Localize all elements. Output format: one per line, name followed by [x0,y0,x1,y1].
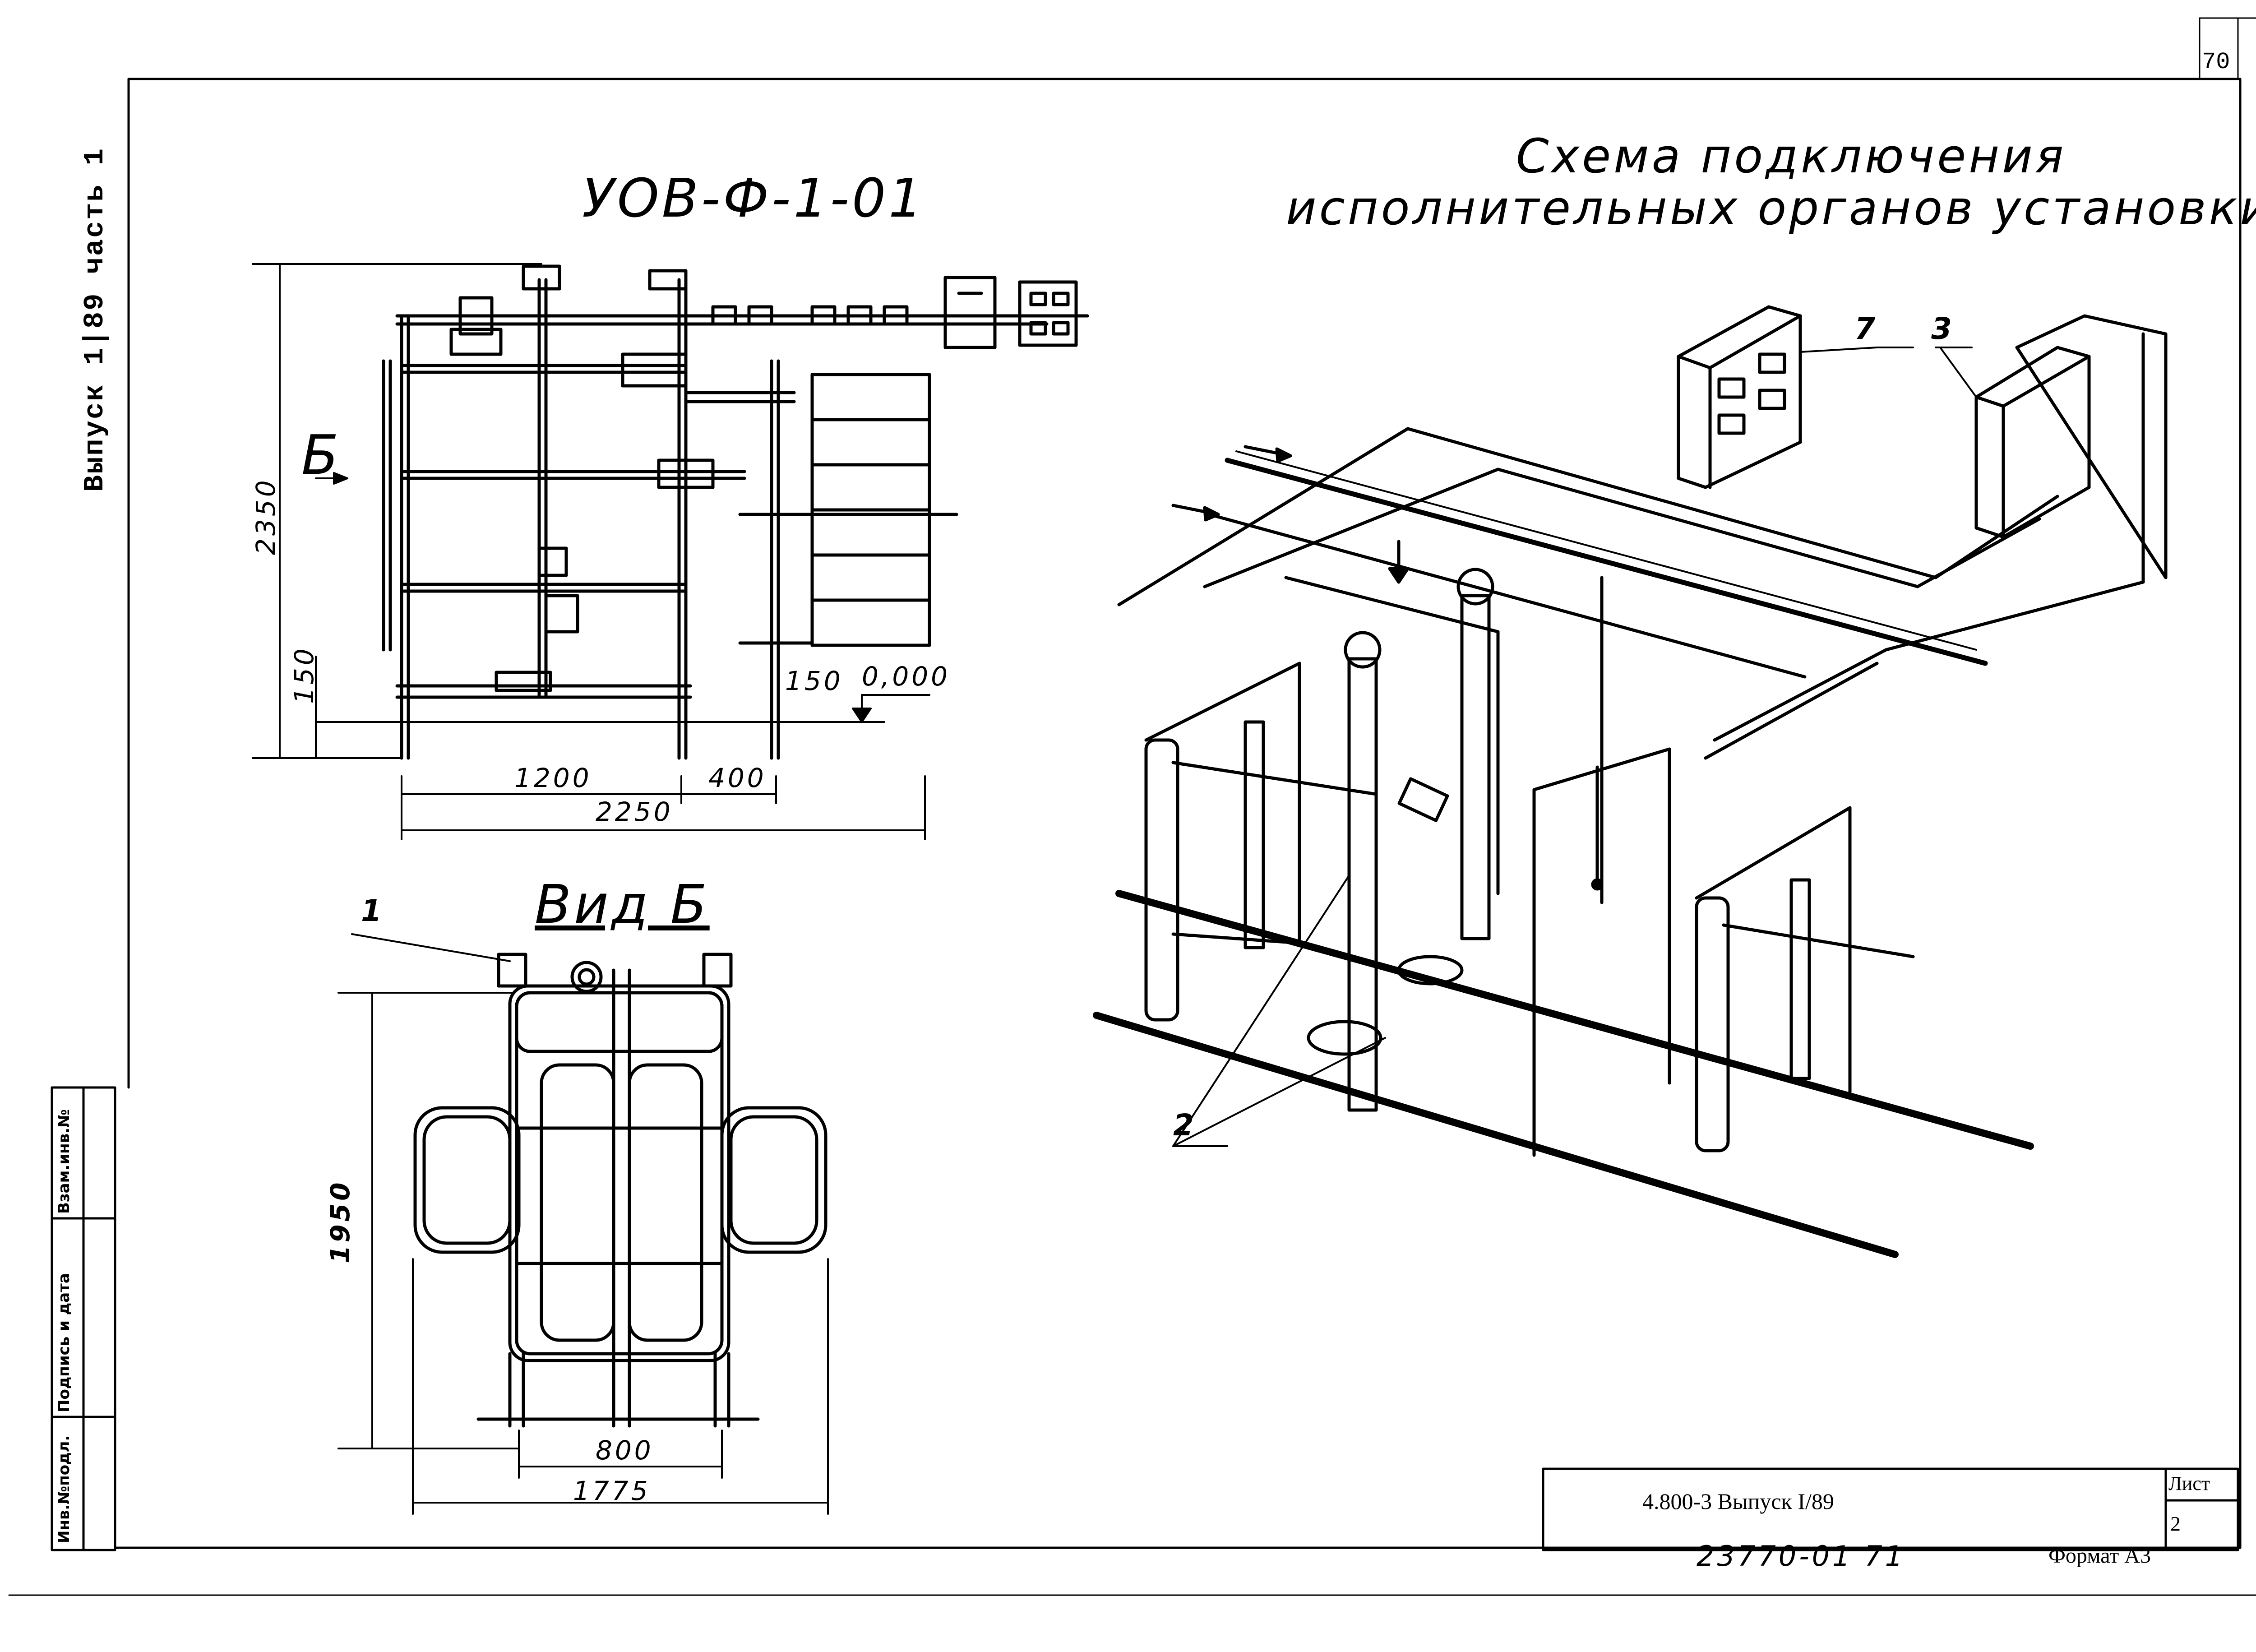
front-elevation-dimensions [252,263,930,840]
callout-7: 7 [1854,311,1875,346]
title-block-frame [1542,1467,2239,1551]
title-block-sheet-label: Лист [2168,1472,2210,1495]
stamp-inv-no: Инв.№подл. [55,1435,73,1543]
view-b [413,953,828,1428]
front-elevation [382,264,1089,760]
view-b-dimensions [337,933,829,1515]
title-scheme-line1: Схема подключения [1516,129,2066,184]
side-issue-num: 1 [79,347,111,365]
dim-height-total: 2350 [250,477,281,555]
side-issue-label: Выпуск 1|89 часть 1 [79,147,111,492]
callout-2: 2 [1173,1108,1194,1143]
stamp-strip [51,1086,116,1551]
stamp-signature-date: Подпись и дата [55,1273,73,1412]
connection-scheme [1093,305,2168,1258]
title-block-sheet-number: 2 [2170,1512,2181,1535]
dim-view-total: 1775 [573,1476,651,1506]
view-arrow-label: Б [301,424,342,487]
side-part: часть 1 [79,147,111,274]
dim-offset: 150 [785,666,843,696]
title-scheme-line2: исполнительных органов установки [1286,180,2256,236]
title-model: УОВ-Ф-1-01 [582,167,925,229]
dim-width-2: 400 [708,763,767,793]
side-issue: Выпуск [79,383,111,492]
dim-view-inner: 800 [596,1435,654,1466]
callout-3: 3 [1931,311,1952,346]
title-block-code: 4.800-3 Выпуск I/89 [1642,1489,1834,1514]
dim-width-total: 2250 [596,796,673,827]
dim-view-height: 1950 [325,1180,356,1263]
dim-level: 0,000 [862,661,951,692]
title-block-format: Формат А3 [2048,1544,2151,1568]
stamp-replace-no: Взам.инв.№ [55,1109,73,1214]
callout-1: 1 [361,893,382,928]
page-number: 70 [2202,49,2230,75]
view-b-label: Вид Б [535,873,710,935]
dim-width-1: 1200 [514,763,592,793]
title-block-archive-number: 23770-01 71 [1697,1540,1906,1573]
sheet-frame [8,17,2256,1596]
side-issue-den: 89 [79,292,111,329]
dim-height-low: 150 [289,646,319,704]
